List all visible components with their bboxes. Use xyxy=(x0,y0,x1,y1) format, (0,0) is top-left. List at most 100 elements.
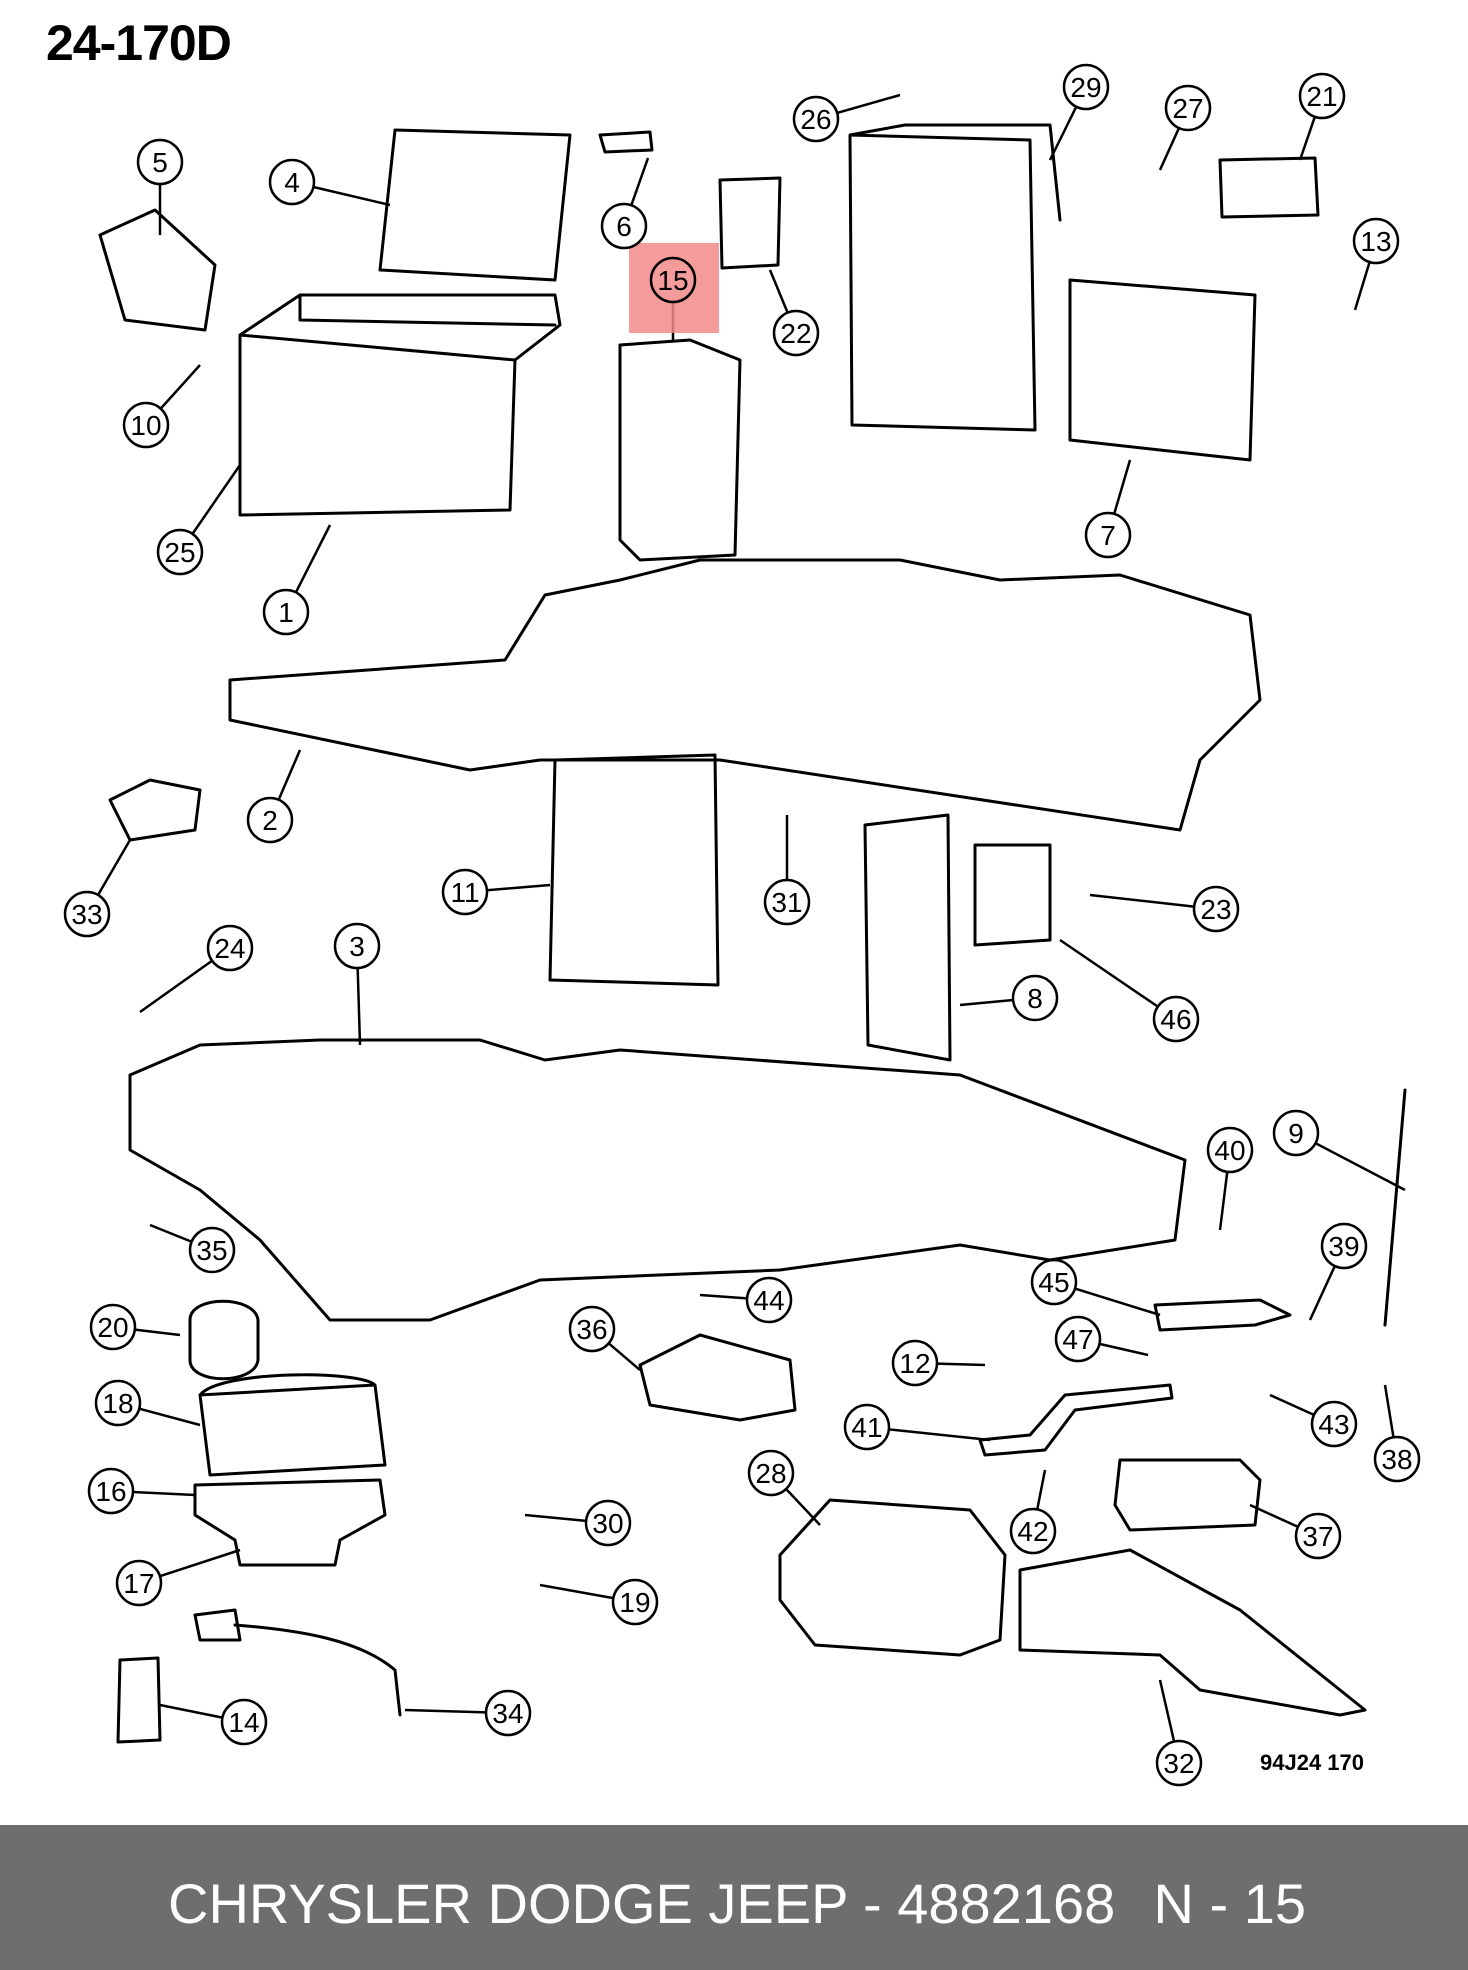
leader-line-20 xyxy=(134,1328,181,1337)
callout-circle xyxy=(115,1559,163,1607)
callout-circle xyxy=(136,138,184,186)
callout-circle xyxy=(763,878,811,926)
callout-number: 29 xyxy=(1070,72,1101,103)
callout-number: 19 xyxy=(619,1587,650,1618)
callout-37: 37 xyxy=(1294,1512,1342,1560)
callout-number: 21 xyxy=(1306,81,1337,112)
link-41-part xyxy=(978,1383,1174,1457)
leader-line-17 xyxy=(159,1548,241,1578)
callout-circle xyxy=(87,1467,135,1515)
callout-circle xyxy=(441,868,489,916)
footer-part-text: CHRYSLER DODGE JEEP - 4882168 xyxy=(168,1872,1116,1935)
leader-line-28 xyxy=(785,1488,821,1526)
callout-5: 5 xyxy=(136,138,184,186)
callout-number: 14 xyxy=(228,1707,259,1738)
callout-circle xyxy=(1011,974,1059,1022)
callout-number: 26 xyxy=(800,104,831,135)
harness-34-part xyxy=(193,1608,402,1717)
callout-number: 22 xyxy=(780,318,811,349)
leader-line-39 xyxy=(1308,1265,1336,1321)
callout-38: 38 xyxy=(1373,1435,1421,1483)
upper-hvac-case-part xyxy=(228,558,1262,832)
callout-29: 29 xyxy=(1062,63,1110,111)
leader-line-11 xyxy=(486,883,551,892)
callout-circle xyxy=(206,924,254,972)
callout-number: 34 xyxy=(492,1698,523,1729)
leader-line-8 xyxy=(959,998,1014,1007)
callout-number: 30 xyxy=(592,1508,623,1539)
callout-9: 9 xyxy=(1272,1109,1320,1157)
callout-33: 33 xyxy=(63,890,111,938)
callout-circle xyxy=(584,1499,632,1547)
leader-line-37 xyxy=(1249,1503,1299,1529)
callout-circle xyxy=(1310,1400,1358,1448)
callout-40: 40 xyxy=(1206,1126,1254,1174)
callout-number: 42 xyxy=(1017,1516,1048,1547)
callout-number: 17 xyxy=(123,1568,154,1599)
callout-circle xyxy=(611,1578,659,1626)
callout-number: 3 xyxy=(349,931,365,962)
callout-circle xyxy=(792,95,840,143)
leader-line-10 xyxy=(159,364,201,410)
callout-number: 38 xyxy=(1381,1444,1412,1475)
blend-door-part xyxy=(548,753,720,987)
callout-number: 46 xyxy=(1160,1004,1191,1035)
callout-circle xyxy=(333,922,381,970)
callout-circle xyxy=(156,528,204,576)
callout-31: 31 xyxy=(763,878,811,926)
leader-line-22 xyxy=(768,269,789,314)
callout-32: 32 xyxy=(1155,1739,1203,1787)
callout-43: 43 xyxy=(1310,1400,1358,1448)
blower-wheel-part xyxy=(198,1373,387,1477)
callout-23: 23 xyxy=(1192,885,1240,933)
leader-line-7 xyxy=(1112,459,1132,515)
callout-circle xyxy=(843,1403,891,1451)
callout-12: 12 xyxy=(891,1339,939,1387)
callout-circle xyxy=(1298,72,1346,120)
callout-number: 40 xyxy=(1214,1135,1245,1166)
actuator-37-part xyxy=(1113,1458,1262,1532)
callout-circle xyxy=(63,890,111,938)
callout-46: 46 xyxy=(1152,995,1200,1043)
callout-number: 12 xyxy=(899,1348,930,1379)
callout-number: 25 xyxy=(164,537,195,568)
actuator-bracket-part xyxy=(98,208,217,332)
callout-number: 35 xyxy=(196,1235,227,1266)
filter-cover-part xyxy=(378,128,572,282)
exploded-parts-diagram: 1234567891011121314151617181920212223242… xyxy=(63,63,1421,1787)
callout-41: 41 xyxy=(843,1403,891,1451)
callout-45: 45 xyxy=(1030,1258,1078,1306)
leader-line-40 xyxy=(1218,1171,1229,1231)
callout-number: 8 xyxy=(1027,983,1043,1014)
callout-number: 41 xyxy=(851,1412,882,1443)
leader-line-1 xyxy=(294,524,332,593)
callout-15: 15 xyxy=(649,256,697,304)
leader-line-30 xyxy=(524,1513,587,1523)
callout-circle xyxy=(89,1303,137,1351)
leader-line-29 xyxy=(1048,106,1078,161)
callout-circle xyxy=(1294,1512,1342,1560)
callout-44: 44 xyxy=(745,1276,793,1324)
callout-3: 3 xyxy=(333,922,381,970)
heater-core-seal-part xyxy=(1068,278,1257,462)
leader-line-4 xyxy=(313,185,391,207)
callout-number: 45 xyxy=(1038,1267,1069,1298)
leader-line-33 xyxy=(96,839,132,896)
bracket-33-part xyxy=(108,778,202,842)
leader-line-16 xyxy=(132,1490,196,1497)
callout-circle xyxy=(1152,995,1200,1043)
callout-36: 36 xyxy=(568,1305,616,1353)
plug-part xyxy=(598,130,654,154)
callout-16: 16 xyxy=(87,1467,135,1515)
callout-circle xyxy=(772,309,820,357)
leader-line-42 xyxy=(1036,1469,1047,1510)
callout-circle xyxy=(1192,885,1240,933)
callout-circle xyxy=(220,1698,268,1746)
callout-circle xyxy=(268,158,316,206)
callout-number: 23 xyxy=(1200,894,1231,925)
callout-number: 10 xyxy=(130,410,161,441)
callout-circle xyxy=(568,1305,616,1353)
leader-line-19 xyxy=(539,1583,614,1600)
callout-number: 32 xyxy=(1163,1748,1194,1779)
callout-number: 37 xyxy=(1302,1521,1333,1552)
